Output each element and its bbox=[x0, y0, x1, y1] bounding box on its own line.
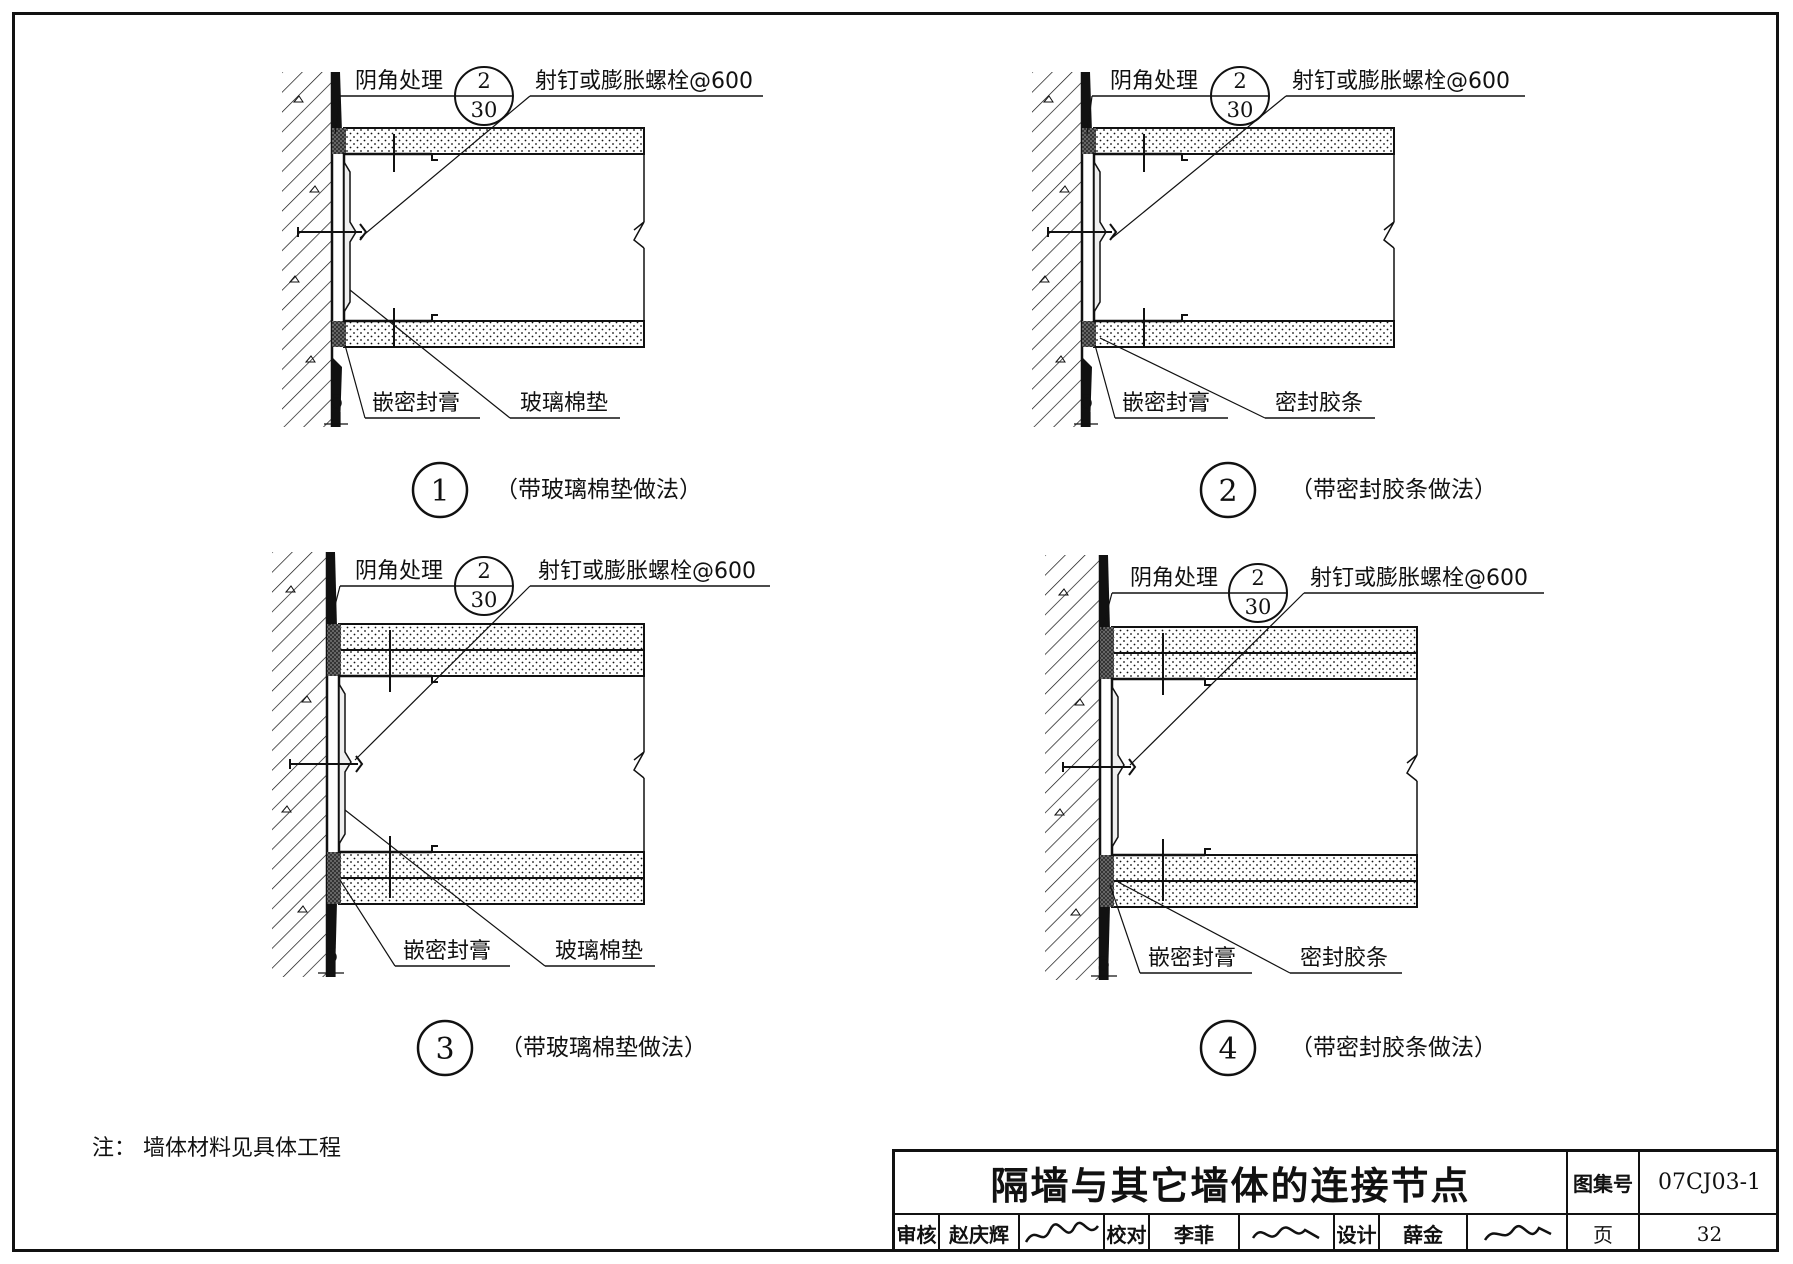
detail-3-fastener-label: 射钉或膨胀螺栓@600 bbox=[538, 559, 756, 584]
check-label: 校对 bbox=[1105, 1215, 1150, 1252]
detail-3-seal-label: 嵌密封膏 bbox=[403, 939, 491, 964]
checker-signature bbox=[1240, 1215, 1335, 1252]
detail-4-fastener-label: 射钉或膨胀螺栓@600 bbox=[1310, 566, 1528, 591]
atlas-number: 07CJ03-1 bbox=[1640, 1152, 1779, 1215]
title-block: 隔墙与其它墙体的连接节点 图集号 07CJ03-1 审核 赵庆辉 校对 李菲 设… bbox=[892, 1149, 1779, 1252]
detail-4-number: 4 bbox=[1218, 1032, 1237, 1067]
detail-4-gap: 5 bbox=[1097, 951, 1110, 975]
reviewer-name: 赵庆辉 bbox=[940, 1215, 1020, 1252]
detail-3-gap: 5 bbox=[325, 943, 338, 967]
detail-1: 阴角处理 2 30 射钉或膨胀螺栓@600 嵌密封膏 玻璃棉垫 5 1 （带玻璃… bbox=[280, 66, 763, 519]
detail-2-section bbox=[1030, 70, 1396, 429]
detail-2-pad-label: 密封胶条 bbox=[1275, 391, 1363, 416]
detail-2-number-circle bbox=[1199, 461, 1257, 519]
detail-4-pad-label: 密封胶条 bbox=[1300, 946, 1388, 971]
detail-4-corner-label: 阴角处理 bbox=[1130, 566, 1218, 591]
detail-4-ref-top: 2 bbox=[1251, 566, 1264, 590]
detail-4: 阴角处理 2 30 射钉或膨胀螺栓@600 嵌密封膏 密封胶条 5 4 （带密封… bbox=[1043, 553, 1544, 1077]
detail-3-ref-bottom: 30 bbox=[471, 588, 498, 612]
detail-3-number-circle bbox=[416, 1019, 474, 1077]
detail-3: 阴角处理 2 30 射钉或膨胀螺栓@600 嵌密封膏 玻璃棉垫 5 3 （带玻璃… bbox=[270, 550, 770, 1077]
design-label: 设计 bbox=[1335, 1215, 1380, 1252]
detail-4-section bbox=[1043, 553, 1419, 982]
detail-3-corner-label: 阴角处理 bbox=[355, 559, 443, 584]
detail-1-corner-label: 阴角处理 bbox=[355, 69, 443, 94]
detail-2-corner-label: 阴角处理 bbox=[1110, 69, 1198, 94]
detail-1-ref-bottom: 30 bbox=[471, 98, 498, 122]
detail-1-seal-label: 嵌密封膏 bbox=[372, 391, 460, 416]
atlas-number-label: 图集号 bbox=[1568, 1152, 1640, 1215]
detail-1-number-circle bbox=[411, 461, 469, 519]
detail-4-seal-label: 嵌密封膏 bbox=[1148, 946, 1236, 971]
detail-1-fastener-label: 射钉或膨胀螺栓@600 bbox=[535, 69, 753, 94]
detail-1-ref-top: 2 bbox=[477, 69, 490, 93]
detail-1-number: 1 bbox=[430, 474, 449, 509]
detail-4-ref-bottom: 30 bbox=[1245, 595, 1272, 619]
detail-1-gap: 5 bbox=[330, 389, 343, 413]
title-block-divider bbox=[895, 1213, 1779, 1215]
detail-2-ref-top: 2 bbox=[1233, 69, 1246, 93]
detail-3-section bbox=[270, 550, 646, 979]
page-number: 32 bbox=[1696, 1221, 1723, 1246]
designer-signature bbox=[1468, 1215, 1568, 1252]
designer-name: 薛金 bbox=[1380, 1215, 1468, 1252]
detail-3-caption: （带玻璃棉垫做法） bbox=[500, 1035, 707, 1061]
drawing-frame bbox=[12, 12, 1779, 1252]
detail-3-ref-top: 2 bbox=[477, 559, 490, 583]
detail-3-number: 3 bbox=[435, 1032, 454, 1067]
detail-2-gap: 5 bbox=[1080, 389, 1093, 413]
reviewer-signature bbox=[1020, 1215, 1105, 1252]
general-note: 注： 墙体材料见具体工程 bbox=[92, 1136, 341, 1161]
detail-2: 阴角处理 2 30 射钉或膨胀螺栓@600 嵌密封膏 密封胶条 5 2 （带密封… bbox=[1030, 66, 1525, 519]
page-label: 页 bbox=[1568, 1215, 1640, 1252]
detail-4-caption: （带密封胶条做法） bbox=[1290, 1035, 1497, 1061]
detail-1-caption: （带玻璃棉垫做法） bbox=[495, 477, 702, 503]
detail-2-fastener-label: 射钉或膨胀螺栓@600 bbox=[1292, 69, 1510, 94]
detail-2-number: 2 bbox=[1218, 474, 1237, 509]
detail-2-seal-label: 嵌密封膏 bbox=[1122, 391, 1210, 416]
detail-3-pad-label: 玻璃棉垫 bbox=[555, 939, 643, 964]
detail-1-pad-label: 玻璃棉垫 bbox=[520, 391, 608, 416]
drawing-title: 隔墙与其它墙体的连接节点 bbox=[895, 1152, 1568, 1215]
detail-2-caption: （带密封胶条做法） bbox=[1290, 477, 1497, 503]
detail-2-ref-bottom: 30 bbox=[1227, 98, 1254, 122]
review-label: 审核 bbox=[895, 1215, 940, 1252]
checker-name: 李菲 bbox=[1150, 1215, 1240, 1252]
title-block-signature-row: 审核 赵庆辉 校对 李菲 设计 薛金 页 32 bbox=[895, 1215, 1779, 1252]
detail-4-number-circle bbox=[1199, 1019, 1257, 1077]
